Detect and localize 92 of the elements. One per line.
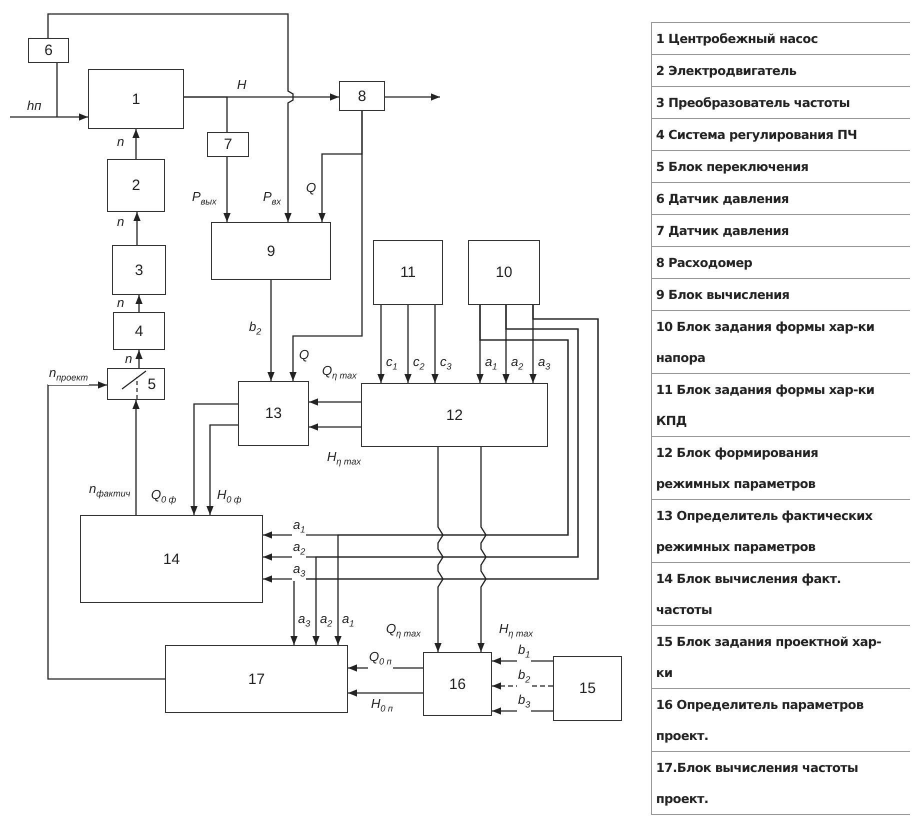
arrow: [132, 400, 140, 515]
table-cell: 12 Блок формирования режимных параметров: [652, 437, 910, 500]
edge-label: b$_{2}$: [517, 668, 532, 687]
arrow: [492, 657, 553, 665]
arrow: [377, 305, 385, 383]
table-cell: 7 Датчик давления: [652, 215, 910, 247]
block-box: [553, 656, 622, 721]
edge-label: b$_{1}$: [517, 643, 532, 662]
block-number: 8: [358, 88, 366, 104]
block-number: 7: [224, 136, 232, 153]
edge-label: H: [236, 78, 248, 92]
table-cell: 14 Блок вычисления факт. частоты: [652, 563, 910, 626]
arrow: [348, 689, 423, 697]
edge-label: hп: [26, 99, 42, 113]
table-cell: 2 Электродвигатель: [652, 55, 910, 87]
block-number: 2: [132, 177, 140, 194]
block-box: [361, 383, 548, 447]
block-number: 6: [44, 42, 53, 59]
block-box: [468, 240, 540, 305]
edge-label: Q$_{0 ф}$: [150, 488, 178, 507]
connector-line: [184, 96, 228, 132]
block-box: [107, 368, 165, 400]
block-number: 17: [248, 670, 265, 688]
block-number: 9: [266, 242, 276, 260]
block-box: [80, 515, 263, 603]
block-number: 3: [134, 262, 144, 278]
arrow: [47, 13, 294, 222]
edge-label: H$_{η max}$: [498, 622, 534, 641]
block-number: 13: [265, 405, 282, 422]
block-number: 11: [400, 264, 416, 281]
block-number: 12: [446, 406, 463, 424]
edge-label: H$_{η max}$: [326, 450, 362, 469]
table-cell: 4 Система регулирования ПЧ: [652, 119, 910, 151]
block-box: [112, 245, 166, 295]
block-box: [373, 240, 443, 305]
edge-label: Q: [305, 181, 318, 195]
table-cell: 15 Блок задания проектной хар-ки: [652, 626, 910, 689]
table-cell: 13 Определитель фактических режимных параметров: [652, 500, 910, 563]
block-box: [88, 69, 184, 129]
block-box: [165, 645, 348, 713]
block-box: [113, 312, 165, 350]
block-number: 5: [148, 376, 156, 392]
arrow: [385, 93, 440, 101]
table-cell: 1 Центробежный насос: [652, 23, 910, 55]
block-box: [207, 132, 249, 157]
arrow: [434, 447, 444, 652]
edge-label: Q$_{0 п}$: [368, 650, 393, 669]
block-box: [423, 652, 492, 716]
block-number: 14: [163, 550, 180, 568]
connector-line: [56, 63, 58, 117]
arrow: [477, 447, 487, 652]
arrow: [132, 129, 140, 159]
table-cell: 6 Датчик давления: [652, 183, 910, 215]
arrow: [492, 707, 553, 715]
arrow: [223, 157, 231, 222]
edge-label: b$_{3}$: [517, 693, 532, 712]
arrow: [47, 381, 165, 680]
table-cell: 8 Расходомер: [652, 247, 910, 279]
arrow: [135, 350, 143, 368]
table-cell: 9 Блок вычисления: [652, 279, 910, 311]
arrow: [206, 424, 238, 515]
arrow: [431, 305, 439, 383]
block-box: [107, 159, 165, 212]
block-number: 4: [134, 322, 144, 340]
table-cell: 10 Блок задания формы хар-ки напора: [652, 311, 910, 374]
edge-label: H$_{0 ф}$: [216, 488, 242, 507]
edge-label: Q: [298, 348, 310, 362]
block-number: 16: [449, 676, 466, 692]
arrow: [289, 111, 363, 381]
arrow: [309, 423, 361, 431]
block-box: [211, 222, 331, 280]
arrow: [133, 212, 141, 245]
arrow: [267, 280, 275, 381]
table-cell: 5 Блок переключения: [652, 151, 910, 183]
table-cell: 16 Определитель параметров проект.: [652, 689, 910, 752]
arrow: [135, 295, 143, 312]
arrow: [10, 113, 88, 121]
arrow: [309, 398, 361, 406]
block-box: [28, 38, 69, 63]
block-box: [238, 381, 309, 446]
arrow: [190, 403, 238, 515]
arrow: [492, 682, 553, 690]
edge-label: Q$_{η max}$: [385, 622, 422, 641]
table-cell: 11 Блок задания формы хар-ки КПД: [652, 374, 910, 437]
arrow: [404, 305, 412, 383]
edge-label: Q$_{η max}$: [321, 364, 358, 383]
block-number: 15: [579, 680, 596, 697]
block-number: 10: [496, 264, 512, 281]
table-cell: 3 Преобразователь частоты: [652, 87, 910, 119]
block-box: [339, 81, 385, 111]
table-cell: 17.Блок вычисления частоты проект.: [652, 752, 910, 815]
block-number: 1: [132, 90, 140, 108]
